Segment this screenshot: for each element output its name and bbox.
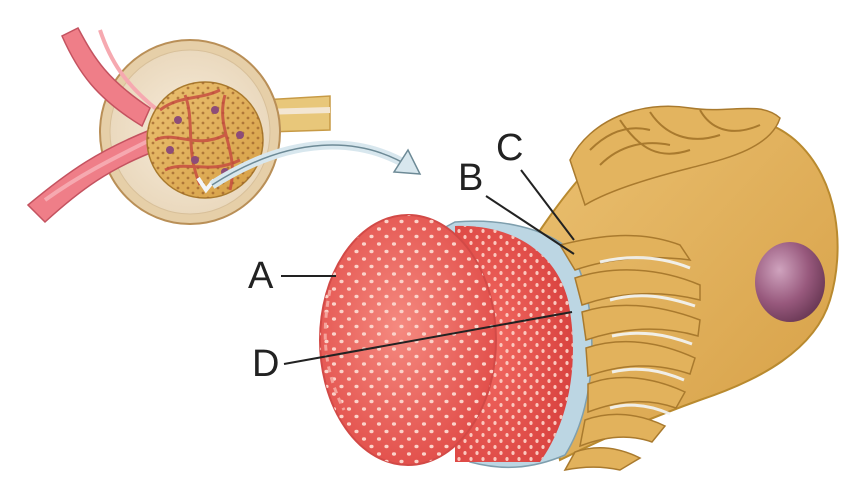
glomerulus-tuft	[146, 81, 264, 199]
label-a: A	[248, 255, 274, 297]
foot-processes	[558, 234, 701, 472]
podocyte-nucleus	[755, 242, 825, 322]
label-c-group: C	[496, 127, 575, 241]
renal-corpuscle-inset	[26, 27, 331, 225]
label-d: D	[252, 343, 279, 385]
magnification-arrow	[209, 140, 422, 189]
label-b: B	[458, 157, 483, 199]
efferent-arteriole	[61, 27, 151, 128]
leader-d	[283, 311, 573, 365]
label-a-group: A	[248, 255, 336, 297]
label-d-group: D	[252, 311, 573, 385]
leader-c	[520, 169, 575, 241]
enlarged-capillary-podocyte	[319, 105, 839, 472]
label-c: C	[496, 127, 523, 169]
leader-b	[485, 195, 575, 255]
label-b-group: B	[458, 157, 575, 255]
